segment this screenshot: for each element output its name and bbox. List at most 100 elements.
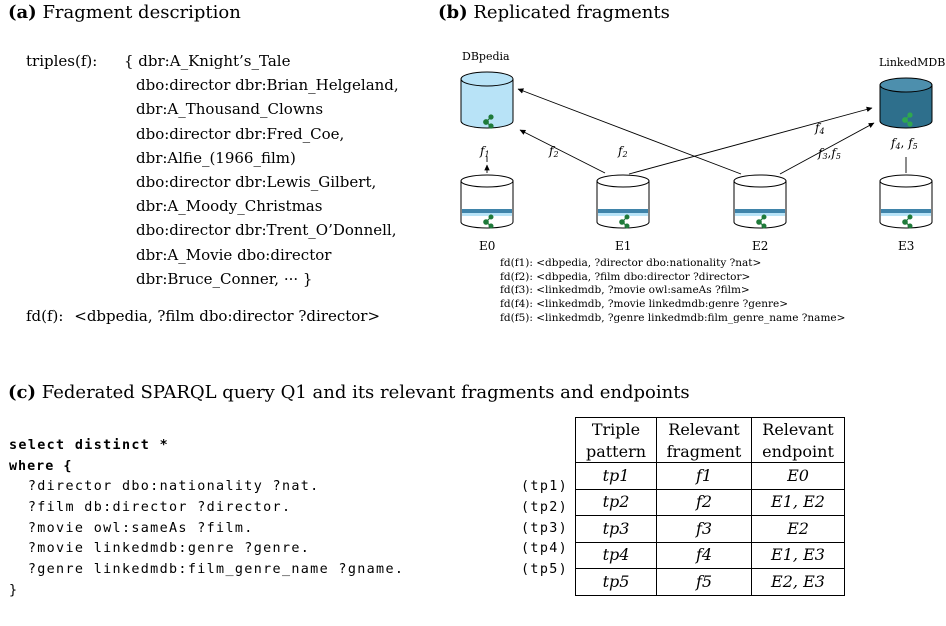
query-line: select distinct * <box>9 438 170 453</box>
table-cell: tp5 <box>575 568 657 596</box>
table-header: Triple <box>575 417 657 440</box>
table-cell: E2, E3 <box>751 568 845 596</box>
fd-list-value: <linkedmdb, ?movie owl:sameAs ?film> <box>536 284 750 297</box>
edge-label-f2: f2 <box>548 144 559 159</box>
query-tag: (tp1) <box>521 479 569 495</box>
triples-line: dbo:director dbr:Lewis_Gilbert, <box>136 173 377 192</box>
table-cell: f4 <box>656 541 752 569</box>
fd-list-item: fd(f1): <dbpedia, ?director dbo:national… <box>500 257 845 271</box>
endpoint-e3-cylinder <box>879 174 933 229</box>
table-header: endpoint <box>751 440 845 463</box>
fd-list-label: fd(f1): <box>500 257 533 269</box>
query-line: } <box>9 582 19 598</box>
fd-list-label: fd(f4): <box>500 298 533 311</box>
table-row: tp3 f3 E2 <box>575 515 845 543</box>
edge-label-f4-f5: f4, f5 <box>890 136 918 151</box>
query-tag: (tp5) <box>521 562 569 578</box>
triples-line: { dbr:A_Knight’s_Tale <box>124 52 291 70</box>
fd-list-value: <dbpedia, ?director dbo:nationality ?nat… <box>536 257 762 269</box>
edge-label-f2: f2 <box>617 144 628 159</box>
endpoint-label: E3 <box>898 239 914 253</box>
table-cell: E2 <box>751 515 845 543</box>
source-label-dbpedia: DBpedia <box>462 50 510 63</box>
table-header: fragment <box>656 440 752 463</box>
query-line: ?movie owl:sameAs ?film. (tp3) <box>9 519 574 540</box>
edge-label-f4: f4 <box>814 121 825 136</box>
fd-row: fd(f): <dbpedia, ?film dbo:director ?dir… <box>26 304 380 328</box>
query-line: where { <box>9 457 574 478</box>
relevance-table: Triple Relevant Relevant pattern fragmen… <box>575 417 845 596</box>
endpoint-e0-cylinder <box>460 174 514 229</box>
edge-label-f1: f1 <box>479 144 490 159</box>
table-cell: f3 <box>656 515 752 543</box>
endpoint-label: E1 <box>615 239 631 253</box>
table-cell: f2 <box>656 488 752 516</box>
table-cell: tp4 <box>575 541 657 569</box>
fd-list-item: fd(f4): <linkedmdb, ?movie linkedmdb:gen… <box>500 298 845 312</box>
query-tag: (tp3) <box>521 520 569 536</box>
table-cell: tp1 <box>575 462 657 490</box>
table-cell: E1, E2 <box>751 488 845 516</box>
fd-value: <dbpedia, ?film dbo:director ?director> <box>74 307 381 325</box>
table-header: Relevant <box>656 417 752 440</box>
table-row: tp5 f5 E2, E3 <box>575 568 845 596</box>
table-cell: E1, E3 <box>751 541 845 569</box>
query-code: ?movie linkedmdb:genre ?genre. <box>9 541 311 557</box>
panel-a-title: Fragment description <box>42 2 241 23</box>
linkedmdb-cylinder <box>879 77 933 129</box>
triples-line: dbr:A_Thousand_Clowns <box>136 100 324 119</box>
panel-a-label: (a) <box>8 2 37 23</box>
panel-a-heading: (a) Fragment description <box>8 2 241 23</box>
table-cell: f5 <box>656 568 752 596</box>
table-header-row: Triple Relevant Relevant <box>575 417 845 440</box>
triples-list: { dbr:A_Knight’s_Tale dbo:director dbr:B… <box>124 49 399 291</box>
query-tag: (tp4) <box>521 541 569 557</box>
fd-list-item: fd(f2): <dbpedia, ?film dbo:director ?di… <box>500 271 845 285</box>
graph-icon <box>902 112 913 127</box>
table-row: tp4 f4 E1, E3 <box>575 541 845 569</box>
query-code: ?genre linkedmdb:film_genre_name ?gname. <box>9 562 405 578</box>
table-row: tp2 f2 E1, E2 <box>575 488 845 516</box>
query-code: where { <box>9 458 73 474</box>
query-tag: (tp2) <box>521 500 569 516</box>
endpoint-e1-cylinder <box>596 174 650 229</box>
triples-label: triples(f): <box>26 52 98 70</box>
sparql-query: select distinct * where { ?director dbo:… <box>9 436 574 602</box>
fd-list-label: fd(f2): <box>500 270 533 283</box>
triples-line: dbr:Alfie_(1966_film) <box>136 148 296 167</box>
table-cell: f1 <box>656 462 752 490</box>
query-code: ?film db:director ?director. <box>9 500 292 516</box>
query-code: ?movie owl:sameAs ?film. <box>9 520 254 536</box>
endpoint-label: E0 <box>479 239 495 253</box>
table-cell: tp2 <box>575 488 657 516</box>
triples-line: dbr:Bruce_Conner, ··· } <box>136 269 313 288</box>
triples-line: dbr:A_Movie dbo:director <box>136 245 332 264</box>
fd-list-item: fd(f3): <linkedmdb, ?movie owl:sameAs ?f… <box>500 284 845 298</box>
table-header: pattern <box>575 440 657 463</box>
endpoint-e2-cylinder <box>733 174 787 229</box>
fd-list-label: fd(f5): <box>500 311 533 324</box>
fd-label: fd(f): <box>26 307 64 325</box>
table-row: tp1 f1 E0 <box>575 462 845 490</box>
triples-line: dbo:director dbr:Fred_Coe, <box>136 124 345 143</box>
triples-line: dbr:A_Moody_Christmas <box>136 197 323 216</box>
triples-line: dbo:director dbr:Brian_Helgeland, <box>136 76 399 95</box>
source-label-linkedmdb: LinkedMDB <box>879 56 945 69</box>
table-cell: E0 <box>751 462 845 490</box>
panel-c-label: (c) <box>8 382 36 403</box>
fd-list-item: fd(f5): <linkedmdb, ?genre linkedmdb:fil… <box>500 312 845 326</box>
panel-c-heading: (c) Federated SPARQL query Q1 and its re… <box>8 382 690 403</box>
query-code: ?director dbo:nationality ?nat. <box>9 479 320 495</box>
query-line: ?film db:director ?director. (tp2) <box>9 498 574 519</box>
query-line: ?genre linkedmdb:film_genre_name ?gname.… <box>9 560 574 581</box>
fd-list-value: <dbpedia, ?film dbo:director ?director> <box>536 270 751 283</box>
edge-label-f3-f5: f3,f5 <box>817 146 841 161</box>
dbpedia-cylinder <box>460 71 514 129</box>
table-cell: tp3 <box>575 515 657 543</box>
fd-list-label: fd(f3): <box>500 284 533 297</box>
panel-b-title: Replicated fragments <box>473 2 670 23</box>
graph-icon <box>483 114 494 129</box>
panel-b-label: (b) <box>438 2 468 23</box>
panel-b-heading: (b) Replicated fragments <box>438 2 670 23</box>
endpoint-label: E2 <box>752 239 768 253</box>
